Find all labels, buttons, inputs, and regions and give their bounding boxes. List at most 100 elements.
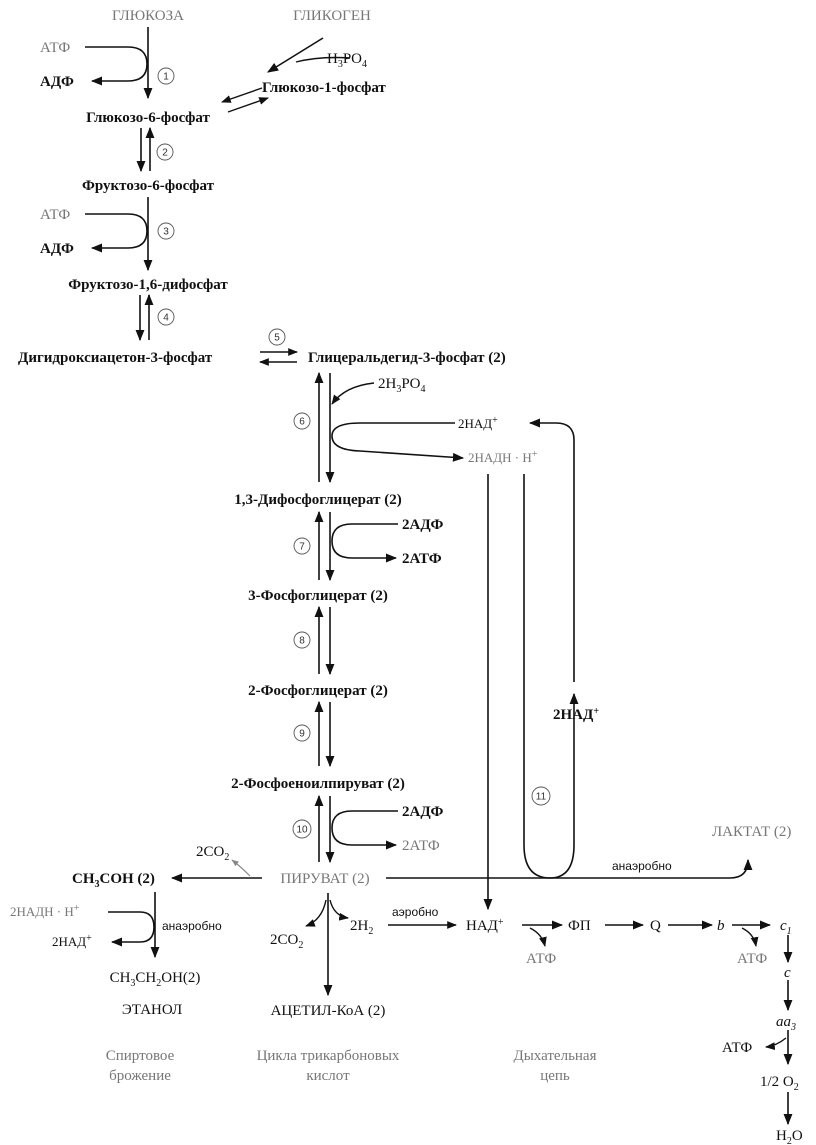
step-5: 5	[268, 328, 286, 346]
label-q: Q	[650, 918, 661, 934]
svg-text:10: 10	[296, 825, 308, 836]
arrow-2h2	[329, 899, 349, 921]
label-c1: c1	[780, 918, 792, 937]
label-aa3: aa3	[776, 1014, 796, 1033]
step-3: 3	[157, 222, 175, 240]
step-8: 8	[293, 631, 311, 649]
arrow-2h3po4	[331, 382, 375, 405]
arrow-atp-adp-1	[85, 46, 148, 86]
label-b: b	[717, 918, 725, 934]
label-atp-chain-3: АТФ	[722, 1040, 752, 1056]
label-2pg: 2-Фосфоглицерат (2)	[248, 683, 388, 699]
svg-text:11: 11	[536, 792, 547, 803]
arrow-nadh-nad-ethanol	[108, 911, 155, 947]
loop-11	[523, 844, 575, 879]
svg-text:9: 9	[299, 729, 305, 740]
label-fp: ФП	[568, 918, 591, 934]
arrow-2nad-return	[528, 418, 575, 682]
svg-text:5: 5	[274, 333, 280, 344]
label-2atp-10: 2АТФ	[402, 838, 440, 854]
arrow-glycogen-g1p	[267, 37, 324, 73]
label-2adp-7: 2АДФ	[402, 517, 443, 533]
label-anaerobic-ethanol: анаэробно	[162, 919, 222, 933]
label-2nad-ethanol: 2НАД+	[52, 933, 92, 949]
arrow-atp-1	[529, 927, 547, 947]
step-1: 1	[157, 67, 175, 85]
caption-tca-2: кислот	[306, 1068, 350, 1084]
label-aerobic: аэробно	[392, 905, 439, 919]
arrow-2co2-acetyl	[305, 899, 327, 927]
pathway-arrows	[85, 27, 793, 1126]
label-acetaldehyde: CH3COH (2)	[72, 871, 155, 890]
label-f6p: Фруктозо-6-фосфат	[82, 178, 215, 194]
label-ethanol: ЭТАНОЛ	[122, 1002, 182, 1018]
arrow-atp-2	[741, 927, 759, 947]
arrow-atp-3	[765, 1037, 787, 1051]
label-water: H2O	[776, 1128, 803, 1145]
label-anaerobic-lactate: анаэробно	[612, 859, 672, 873]
label-atp-chain-2: АТФ	[737, 951, 767, 967]
label-2nadh-ethanol: 2НАДН · Н+	[10, 903, 80, 919]
label-2nad: 2НАД+	[458, 415, 498, 431]
caption-chain-1: Дыхательная	[513, 1048, 596, 1064]
arrow-g1p-g6p	[221, 87, 263, 103]
step-4: 4	[157, 308, 175, 326]
label-adp-3: АДФ	[40, 241, 74, 257]
step-7: 7	[293, 537, 311, 555]
step-9: 9	[293, 724, 311, 742]
label-2adp-10: 2АДФ	[402, 804, 443, 820]
label-gap: Глицеральдегид-3-фосфат (2)	[308, 350, 506, 366]
label-g1p: Глюкозо-1-фосфат	[262, 80, 386, 96]
caption-alcohol-2: брожение	[109, 1068, 171, 1084]
caption-chain-2: цепь	[540, 1068, 570, 1084]
label-adp-1: АДФ	[40, 74, 74, 90]
label-h3po4: H3PO4	[327, 51, 367, 70]
step-10: 10	[292, 819, 312, 839]
label-pyruvate: ПИРУВАТ (2)	[280, 871, 369, 887]
label-dhap: Дигидроксиацетон-3-фосфат	[18, 350, 213, 366]
arrow-pyruvate-lactate	[386, 858, 753, 879]
svg-text:3: 3	[163, 227, 169, 238]
arrow-adp-atp-7	[331, 523, 398, 563]
label-bpg13: 1,3-Дифосфоглицерат (2)	[234, 492, 401, 508]
svg-text:4: 4	[163, 313, 169, 324]
label-3pg: 3-Фосфоглицерат (2)	[248, 588, 388, 604]
svg-text:1: 1	[163, 72, 169, 83]
label-half-o2: 1/2 O2	[760, 1074, 799, 1093]
label-g6p: Глюкозо-6-фосфат	[86, 110, 210, 126]
label-c: c	[784, 965, 791, 981]
step-6: 6	[293, 412, 311, 430]
step-markers: 1 2 3 4 5 6 7 8 9 10 11	[156, 67, 551, 839]
label-2nad-return: 2НАД+	[553, 706, 599, 723]
step-2: 2	[156, 143, 174, 161]
arrow-atp-adp-3	[85, 213, 148, 253]
label-2h3po4: 2H3PO4	[378, 376, 426, 395]
label-2co2: 2CO2	[270, 932, 303, 951]
label-atp-chain-1: АТФ	[526, 951, 556, 967]
label-2atp-7: 2АТФ	[402, 551, 442, 567]
arrow-g6p-g1p	[227, 97, 269, 113]
label-f16bp: Фруктозо-1,6-дифосфат	[68, 277, 228, 293]
label-glycogen: ГЛИКОГЕН	[293, 8, 371, 24]
label-pep: 2-Фосфоеноилпируват (2)	[231, 776, 405, 792]
svg-text:2: 2	[162, 148, 168, 159]
svg-text:7: 7	[299, 542, 305, 553]
arrow-nad-nadh	[331, 422, 465, 462]
label-2co2-top: 2CO2	[196, 844, 229, 863]
step-11: 11	[531, 786, 551, 806]
label-2h2: 2H2	[350, 918, 373, 937]
label-2nadh: 2НАДН · Н+	[468, 449, 538, 465]
label-glucose: ГЛЮКОЗА	[112, 8, 184, 24]
caption-tca-1: Цикла трикарбоновых	[257, 1048, 400, 1064]
label-ethanol-formula: CH3CH2OH(2)	[110, 970, 201, 989]
caption-alcohol-1: Спиртовое	[106, 1048, 175, 1064]
arrow-2co2-release	[231, 859, 251, 877]
label-acetyl-coa: АЦЕТИЛ-КоА (2)	[271, 1003, 386, 1019]
arrow-h3po4	[295, 56, 351, 63]
arrow-adp-atp-10	[331, 810, 398, 850]
label-lactate: ЛАКТАТ (2)	[712, 824, 791, 840]
labels: ГЛЮКОЗА ГЛИКОГЕН H3PO4 Глюкозо-1-фосфат …	[10, 8, 803, 1145]
svg-text:8: 8	[299, 636, 305, 647]
label-atp-1: АТФ	[40, 40, 70, 56]
